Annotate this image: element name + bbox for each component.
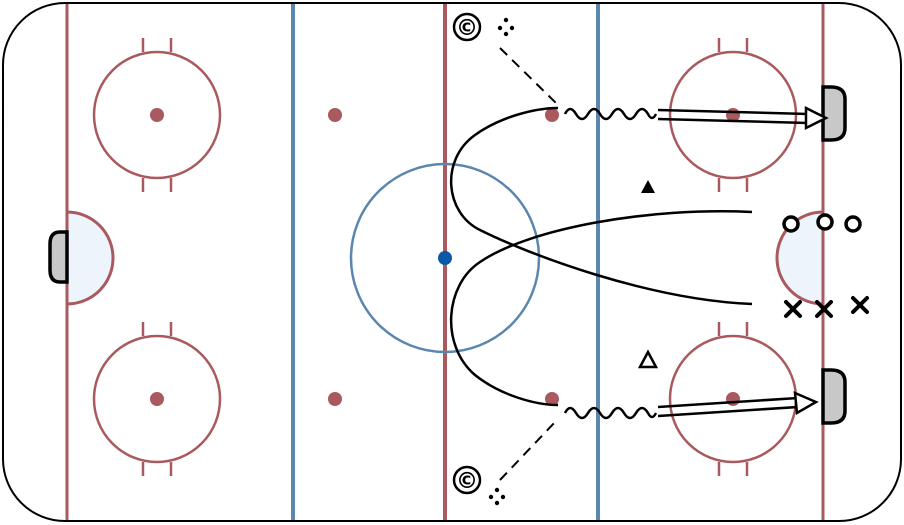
pucks-icon-top (497, 17, 515, 37)
neutral-dot-top-left (328, 108, 342, 122)
neutral-dot-bottom-right (545, 392, 559, 406)
coach-symbol: © (456, 469, 478, 494)
shot-arrow-bottom (657, 391, 819, 418)
left-goal-crease (65, 210, 115, 306)
right-goal-crease (775, 210, 825, 306)
offense-marker-2 (816, 213, 834, 231)
faceoff-dot-top-left (150, 108, 164, 122)
neutral-dot-bottom-left (328, 392, 342, 406)
neutral-dot-top-right (545, 108, 559, 122)
offense-marker-3 (844, 215, 862, 233)
pass-line-bottom (499, 420, 557, 481)
puck-carry-top (563, 107, 658, 121)
pucks-icon-bottom (488, 487, 506, 506)
coach-marker-bottom: © (452, 465, 482, 495)
coach-symbol: © (456, 16, 478, 41)
skate-path-bottom-crossover (449, 210, 753, 407)
faceoff-dot-bottom-right (726, 392, 740, 406)
defense-marker-2 (815, 300, 833, 318)
shot-arrow-top (657, 105, 829, 131)
defense-marker-3 (851, 296, 869, 314)
center-faceoff-circle (349, 162, 541, 354)
faceoff-circle-top-right (668, 38, 798, 192)
faceoff-circle-top-left (92, 38, 222, 192)
forward-marker-filled (641, 180, 655, 193)
defense-marker-1 (784, 300, 802, 318)
skate-path-top-crossover (450, 106, 753, 306)
faceoff-circle-bottom-left (92, 322, 222, 476)
puck-carry-bottom (563, 406, 658, 420)
forward-marker-open (637, 349, 659, 369)
pass-line-top (499, 47, 557, 104)
coach-marker-top: © (452, 12, 482, 42)
center-faceoff-dot (438, 251, 452, 265)
bottom-right-net (821, 368, 847, 425)
offense-marker-1 (782, 215, 800, 233)
left-net (48, 230, 69, 284)
faceoff-dot-bottom-left (150, 392, 164, 406)
top-right-net (821, 85, 847, 142)
